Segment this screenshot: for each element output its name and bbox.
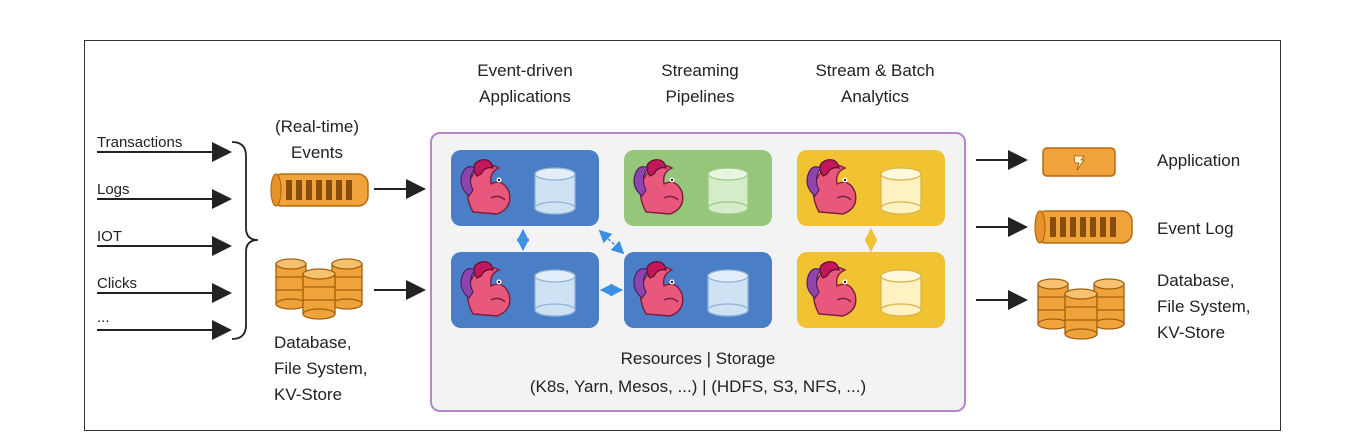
events-label-line1: (Real-time) [274,117,360,136]
output-database-icon [1037,278,1125,340]
output-event-log-label: Event Log [1157,219,1234,238]
output-db-line1: Database, [1157,271,1235,290]
input-label-logs: Logs [97,181,130,198]
db-left-line3: KV-Store [274,385,343,404]
cell-graphics [806,159,922,215]
application-icon [1042,147,1116,177]
column-3-title-line2: Analytics [840,87,910,106]
db-left-line1: Database, [274,333,352,352]
squirrel-icon [633,159,684,215]
input-label-transactions: Transactions [97,134,183,151]
input-label-iot: IOT [97,228,122,245]
cell-graphics [633,261,749,317]
output-db-line2: File System, [1157,297,1251,316]
arrow-diagonal [598,229,625,255]
input-label-clicks: Clicks [97,275,137,292]
app-instance-top-left [451,150,599,226]
cell-graphics [633,159,749,215]
storage-cylinder-icon [707,269,749,317]
app-instance-top-middle [624,150,772,226]
storage-cylinder-icon [880,167,922,215]
input-label-more: ... [97,309,110,326]
grouping-brace [231,141,259,340]
column-3-title-line1: Stream & Batch [815,61,935,80]
storage-cylinder-icon [707,167,749,215]
output-application-label: Application [1157,151,1241,170]
app-instance-bottom-left [451,252,599,328]
cell-graphics [460,261,576,317]
db-left-line2: File System, [274,359,368,378]
db-right [331,258,363,310]
storage-cylinder-icon [534,167,576,215]
resources-line2: (K8s, Yarn, Mesos, ...) | (HDFS, S3, NFS… [529,377,867,396]
output-db-line3: KV-Store [1157,323,1226,342]
storage-cylinder-icon [880,269,922,317]
squirrel-icon [806,159,857,215]
app-instance-top-right [797,150,945,226]
squirrel-icon [460,261,511,317]
app-instance-bottom-middle [624,252,772,328]
column-1-title-line1: Event-driven [477,61,573,80]
db-front [302,268,336,320]
storage-cylinder-icon [534,269,576,317]
input-arrows [97,142,232,340]
squirrel-icon [460,159,511,215]
column-2-title-line2: Pipelines [665,87,735,106]
cell-graphics [806,261,922,317]
event-log-icon [1034,210,1133,244]
cell-graphics [460,159,576,215]
squirrel-icon [806,261,857,317]
resources-line1: Resources | Storage [620,349,776,368]
event-queue-icon [270,173,369,207]
events-label-line2: Events [291,143,343,162]
column-2-title-line1: Streaming [661,61,739,80]
database-stack-icon [275,258,363,320]
squirrel-icon [633,261,684,317]
app-instance-bottom-right [797,252,945,328]
column-1-title-line2: Applications [479,87,571,106]
